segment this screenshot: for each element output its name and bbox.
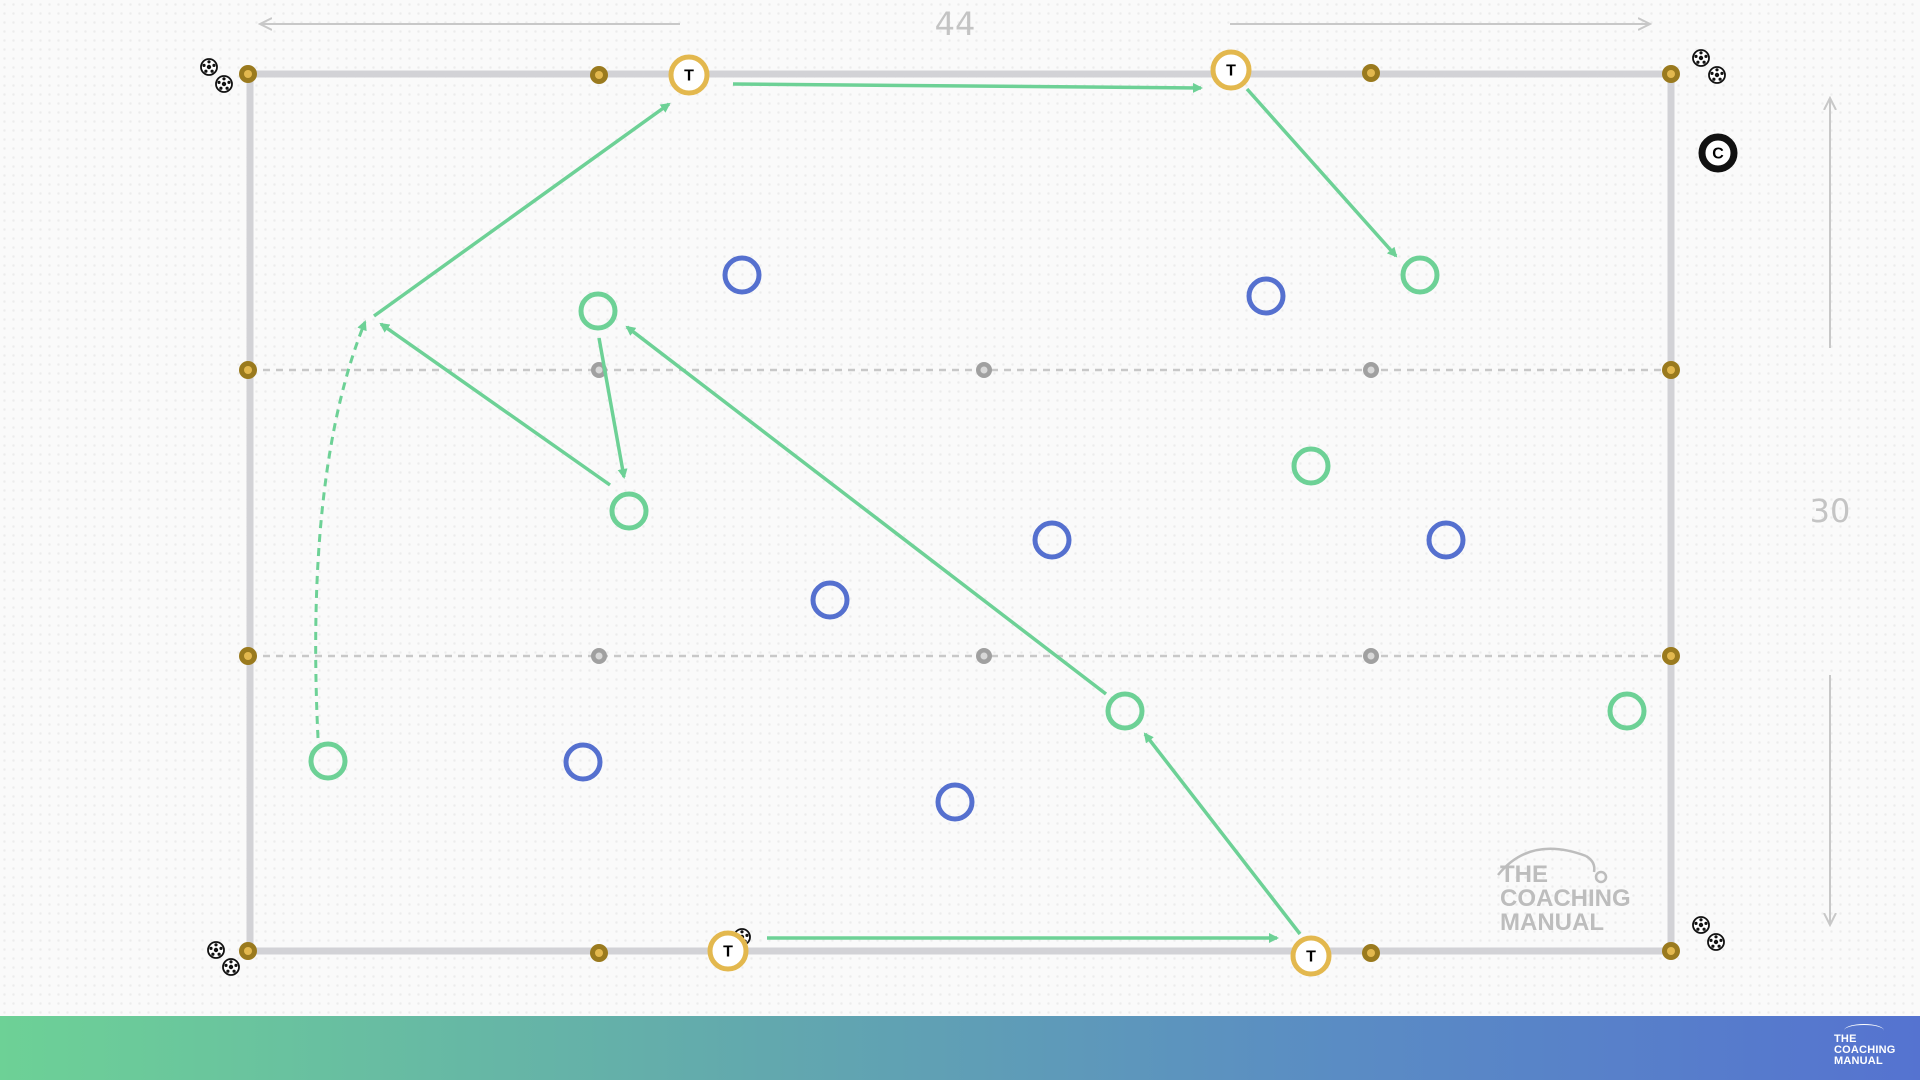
target-letter: T	[1306, 949, 1316, 966]
pass-arrows	[314, 82, 1398, 943]
target-player: T	[1210, 49, 1252, 91]
pass-arrow	[379, 322, 612, 487]
footer-logo-arc	[1844, 1024, 1884, 1037]
target-player: T	[1290, 935, 1332, 977]
balls-bottom-left	[207, 941, 240, 976]
ball-icon	[215, 75, 233, 93]
ball-icon	[1708, 66, 1726, 84]
dribble-arrow	[314, 320, 367, 739]
zone-markers	[591, 362, 1379, 664]
ball-icon	[222, 958, 240, 976]
cone-marker	[239, 942, 257, 960]
logo-line-3: MANUAL	[1500, 909, 1604, 936]
blue-player	[1426, 520, 1466, 560]
target-letter: T	[723, 944, 733, 961]
cone-marker	[239, 647, 257, 665]
pass-arrow	[732, 82, 1203, 93]
ball-icon	[1692, 49, 1710, 67]
balls-top-left	[200, 58, 233, 93]
ball-groups	[200, 49, 1726, 976]
ball-icon	[200, 58, 218, 76]
coach: C	[1698, 133, 1738, 173]
pass-arrow	[625, 325, 1108, 696]
ball-icon	[1707, 933, 1725, 951]
cone-marker	[590, 66, 608, 84]
cone-marker	[1662, 647, 1680, 665]
green-player	[578, 291, 618, 331]
zone-marker	[976, 362, 992, 378]
target-letter: T	[684, 68, 694, 85]
logo-line-2: COACHING	[1500, 885, 1631, 912]
coaching-manual-logo: THE COACHING MANUAL	[1497, 847, 1631, 936]
blue-player	[563, 742, 603, 782]
blue-player	[935, 782, 975, 822]
target-player: T	[668, 54, 710, 96]
pass-arrow	[1245, 87, 1398, 258]
blue-player	[1246, 276, 1286, 316]
height-dimension: 30	[1810, 98, 1851, 925]
logo-line-1: THE	[1500, 861, 1548, 888]
footer-logo-line-1: THE	[1834, 1033, 1857, 1045]
width-dimension: 44	[260, 5, 1650, 43]
green-player	[609, 491, 649, 531]
footer-logo-line-2: COACHING	[1834, 1044, 1896, 1056]
boundary-cones	[239, 64, 1680, 962]
logo-ball	[1594, 870, 1608, 884]
footer-bar: THE COACHING MANUAL	[0, 1016, 1920, 1080]
target-players: T T T T	[668, 49, 1332, 977]
zone-marker	[591, 648, 607, 664]
footer-logo: THE COACHING MANUAL	[1830, 1024, 1910, 1074]
blue-player	[1032, 520, 1072, 560]
blue-player	[722, 255, 762, 295]
green-player	[1400, 255, 1440, 295]
cone-marker	[1362, 64, 1380, 82]
ball-icon	[1692, 916, 1710, 934]
zone-marker	[1363, 648, 1379, 664]
cone-marker	[590, 944, 608, 962]
balls-bottom-right	[1692, 916, 1725, 951]
height-label: 30	[1810, 492, 1851, 530]
zone-marker	[976, 648, 992, 664]
cone-marker	[239, 65, 257, 83]
blue-player	[810, 580, 850, 620]
coach-letter: C	[1712, 146, 1724, 163]
green-team	[308, 255, 1647, 781]
logo-arc-tip	[1585, 854, 1596, 873]
target-letter: T	[1226, 63, 1236, 80]
target-player: T	[707, 930, 749, 972]
pass-arrow	[372, 102, 671, 318]
cone-marker	[1662, 942, 1680, 960]
pitch	[244, 70, 1675, 955]
logo-arc	[1497, 847, 1587, 876]
ball-icon	[207, 941, 225, 959]
cone-marker	[1362, 944, 1380, 962]
width-label: 44	[935, 5, 976, 43]
training-diagram: 44 30	[200, 5, 1851, 977]
green-player	[1607, 691, 1647, 731]
green-player	[308, 741, 348, 781]
zone-marker	[1363, 362, 1379, 378]
balls-top-right	[1692, 49, 1726, 84]
cone-marker	[1662, 361, 1680, 379]
pass-arrow	[1143, 732, 1302, 936]
green-player	[1291, 446, 1331, 486]
blue-team	[563, 255, 1466, 822]
pass-arrow	[597, 337, 628, 479]
cone-marker	[239, 361, 257, 379]
footer-logo-line-3: MANUAL	[1834, 1055, 1883, 1067]
green-player	[1105, 691, 1145, 731]
cone-marker	[1662, 65, 1680, 83]
